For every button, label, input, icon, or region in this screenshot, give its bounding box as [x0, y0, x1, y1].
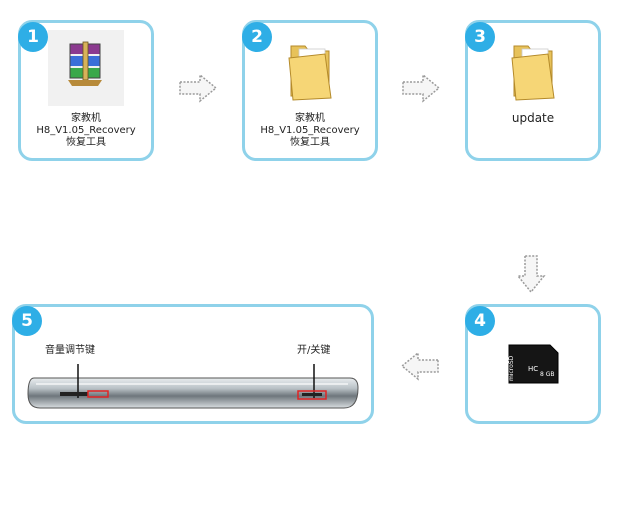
step-1-label-line-3: 恢复工具: [66, 137, 106, 148]
microsd-card-icon: microSD HC 8 GB: [506, 343, 561, 385]
step-4-badge: 4: [465, 306, 495, 336]
step-3-label: update: [511, 111, 555, 125]
step-3-badge: 3: [465, 22, 495, 52]
step-2-label: 家教机 H8_V1.05_Recovery 恢复工具: [254, 113, 366, 149]
step-1-badge: 1: [18, 22, 48, 52]
step-2-label-line-1: 家教机: [295, 113, 325, 124]
folder-icon: [288, 45, 332, 101]
sd-type-text: HC: [528, 365, 539, 373]
step-1-label-line-2: H8_V1.05_Recovery: [36, 125, 136, 136]
step-2-badge: 2: [242, 22, 272, 52]
arrow-left-icon: [400, 351, 439, 381]
power-key-label: 开/关键: [297, 345, 331, 356]
step-1-label-line-1: 家教机: [71, 113, 101, 124]
arrow-right-icon: [179, 73, 218, 103]
folder-icon: [511, 45, 555, 101]
step-1-label: 家教机 H8_V1.05_Recovery 恢复工具: [30, 113, 142, 149]
tablet-side-view: [27, 364, 359, 409]
arrow-right-icon: [402, 73, 441, 103]
step-2-label-line-2: H8_V1.05_Recovery: [260, 125, 360, 136]
step-2-label-line-3: 恢复工具: [290, 137, 330, 148]
sd-capacity-text: 8 GB: [540, 371, 555, 378]
volume-key-label: 音量调节键: [45, 345, 95, 356]
sd-brand-text: microSD: [508, 355, 515, 381]
arrow-down-icon: [516, 255, 546, 294]
step-5-badge: 5: [12, 306, 42, 336]
winrar-archive-icon: [48, 30, 124, 106]
